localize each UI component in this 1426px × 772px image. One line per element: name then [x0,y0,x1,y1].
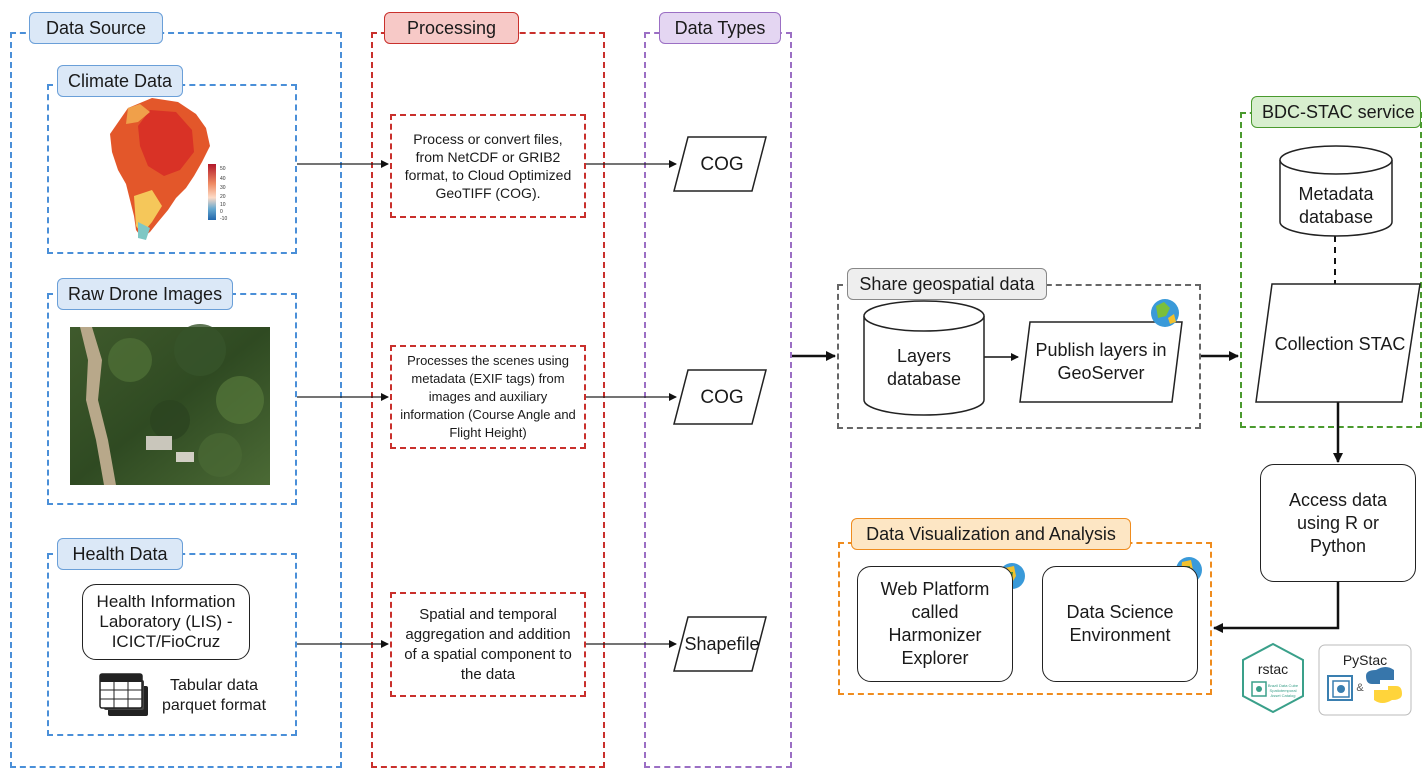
process-box-drone: Processes the scenes using metadata (EXI… [390,345,586,449]
raw-drone-images-tag: Raw Drone Images [57,278,233,310]
rstac-label: rstac [1257,660,1289,677]
legend-tick-2: 30 [220,185,226,191]
processing-tag: Processing [384,12,519,44]
rstac-logo [1242,642,1304,714]
climate-data-tag: Climate Data [57,65,183,97]
data-type-cog-2: COG [700,386,744,408]
data-type-shapefile: Shapefile [684,633,760,654]
legend-tick-5: 0 [220,209,223,215]
web-platform-box: Web Platform called Harmonizer Explorer [857,566,1013,682]
shapefile-shape [673,616,767,672]
health-lab-box: Health Information Laboratory (LIS) - IC… [82,584,250,660]
legend-tick-6: -10 [220,216,227,222]
layers-database-cylinder [863,300,985,416]
metadata-database-label: Metadata database [1298,184,1374,227]
process-box-climate: Process or convert files, from NetCDF or… [390,114,586,218]
visualization-tag: Data Visualization and Analysis [851,518,1131,550]
publish-layers-label: Publish layers in GeoServer [1035,340,1167,383]
data-types-tag: Data Types [659,12,781,44]
health-data-tag: Health Data [57,538,183,570]
arrow-access-to-visualization [1213,582,1340,633]
access-data-box: Access data using R or Python [1260,464,1416,582]
tabular-data-icon [99,673,148,716]
process-box-health: Spatial and temporal aggregation and add… [390,592,586,697]
share-geospatial-tag: Share geospatial data [847,268,1047,300]
metadata-database-cylinder [1279,145,1393,237]
south-america-climate-map: 50 40 30 20 10 0 -10 [110,98,227,240]
rstac-sub-label: Brazil Data Cube Spatiotemporal Asset Ca… [1267,682,1299,698]
data-source-lane [10,32,342,768]
publish-shape [1019,321,1183,403]
cog-shape-1 [673,136,767,192]
collection-stac-label: Collection STAC [1274,333,1406,354]
legend-tick-0: 50 [220,166,226,172]
cog-shape-2 [673,369,767,425]
pystac-label: PyStac [1342,651,1388,668]
legend-tick-3: 20 [220,194,226,200]
pystac-ampersand: & [1356,681,1364,694]
data-type-cog-1: COG [700,153,744,175]
data-source-tag: Data Source [29,12,163,44]
data-science-env-box: Data Science Environment [1042,566,1198,682]
pystac-logo [1318,644,1412,716]
bdc-stac-tag: BDC-STAC service [1251,96,1421,128]
layers-database-label: Layers database [886,346,962,389]
legend-tick-1: 40 [220,176,226,182]
drone-forest-image [70,324,270,485]
legend-tick-4: 10 [220,202,226,208]
collection-shape [1255,283,1421,403]
globe-icon-geoserver [1151,299,1179,327]
tabular-data-label: Tabular data parquet format [161,677,267,714]
